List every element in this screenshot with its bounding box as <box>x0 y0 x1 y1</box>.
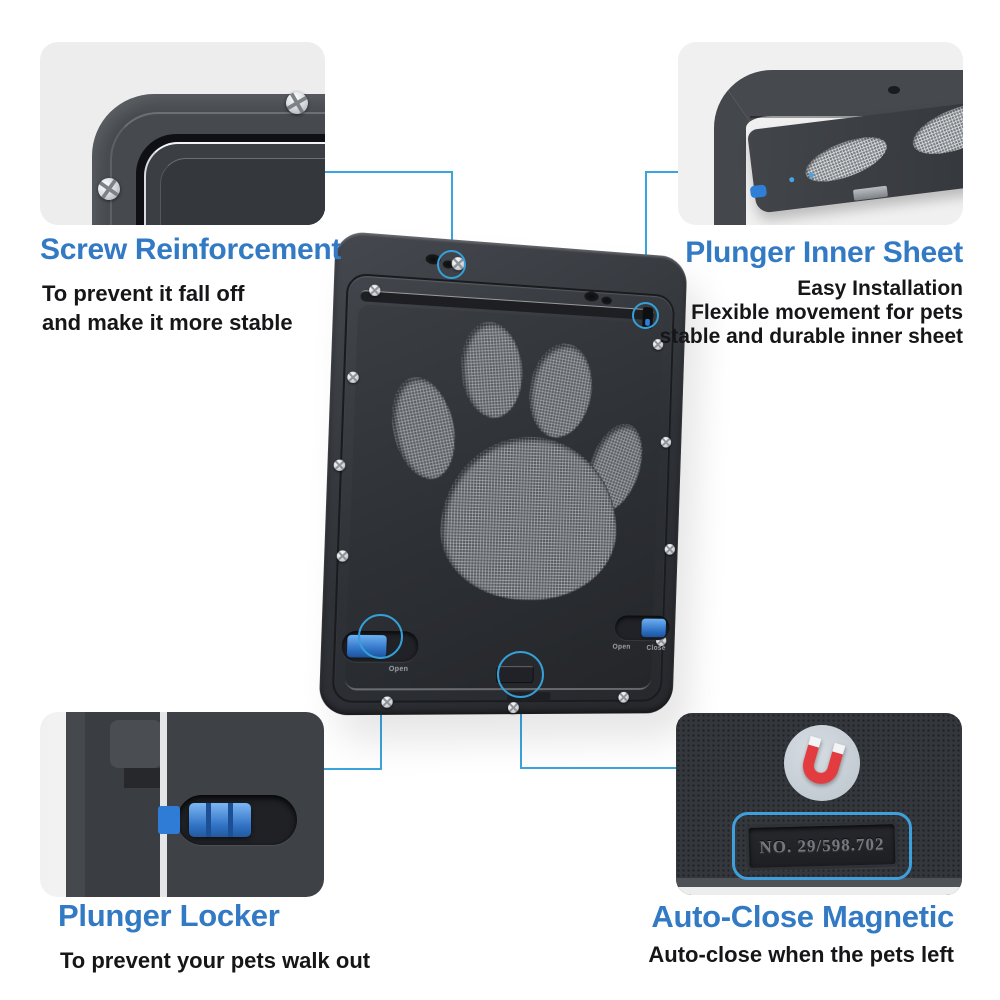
plunger-open-label: Open <box>388 665 409 673</box>
photo-plunger-inner-sheet <box>678 42 963 225</box>
door-corner-inner <box>160 158 325 225</box>
callout-title-screw: Screw Reinforcement <box>40 233 342 266</box>
callout-magnetic: Auto-Close Magnetic Auto-close when the … <box>557 899 954 967</box>
callout-body-screw: To prevent it fall off and make it more … <box>42 279 293 337</box>
photo-screw-reinforcement <box>40 42 325 225</box>
callout-line: and make it more stable <box>42 310 293 335</box>
photo-auto-close-magnetic: NO. 29/598.702 <box>676 713 962 895</box>
panel-gap <box>160 712 167 897</box>
plunger-nub <box>749 184 768 199</box>
serial-number: NO. 29/598.702 <box>759 834 885 857</box>
plunger-slider <box>189 803 251 837</box>
callout-line: stable and durable inner sheet <box>659 324 963 348</box>
highlight-circle-latch <box>497 651 544 698</box>
door-corner <box>144 142 325 225</box>
callout-line: To prevent it fall off <box>42 281 245 306</box>
plunger-lock-right <box>614 615 670 641</box>
plunger-tab <box>158 806 180 834</box>
connector-line <box>451 171 453 253</box>
callout-line: Flexible movement for pets <box>691 300 963 324</box>
connector-line <box>645 171 678 173</box>
connector-line <box>645 171 647 304</box>
callout-body-locker: To prevent your pets walk out <box>60 948 371 973</box>
highlight-circle-inner-sheet <box>632 302 659 329</box>
connector-line <box>325 171 453 173</box>
highlight-circle-plunger <box>358 614 403 659</box>
frame-notch <box>110 720 162 768</box>
callout-inner-sheet: Plunger Inner Sheet Easy Installation Fl… <box>557 236 964 349</box>
plunger-dot <box>788 176 795 183</box>
highlight-circle-screw <box>437 250 466 279</box>
photo-plunger-locker <box>40 712 324 897</box>
magnet-badge <box>784 725 860 801</box>
frame-edge-panel <box>66 712 186 897</box>
callout-body-inner-sheet: Easy Installation Flexible movement for … <box>557 277 963 349</box>
mesh-oval <box>799 128 893 191</box>
callout-title-inner-sheet: Plunger Inner Sheet <box>685 236 963 269</box>
callout-body-magnetic: Auto-close when the pets left <box>648 941 954 967</box>
plunger-slider <box>641 618 667 638</box>
serial-plate: NO. 29/598.702 <box>745 821 899 871</box>
callout-title-locker: Plunger Locker <box>58 898 280 933</box>
connector-line <box>520 697 522 769</box>
slider-stripe <box>206 803 211 837</box>
callout-line: Easy Installation <box>797 276 963 300</box>
plunger-close-label: Close <box>646 644 666 652</box>
frame-corner-line <box>110 112 325 225</box>
frame-hole <box>888 86 900 94</box>
panel-edge-light <box>676 887 962 895</box>
highlight-rect-plate <box>732 812 912 880</box>
connector-line <box>324 768 382 770</box>
slider-stripe <box>228 803 233 837</box>
panel-edge <box>676 878 962 887</box>
magnet-icon <box>798 735 846 789</box>
plunger-open-label: Open <box>612 643 631 651</box>
callout-title-magnetic: Auto-Close Magnetic <box>651 899 954 934</box>
connector-line <box>520 767 677 769</box>
